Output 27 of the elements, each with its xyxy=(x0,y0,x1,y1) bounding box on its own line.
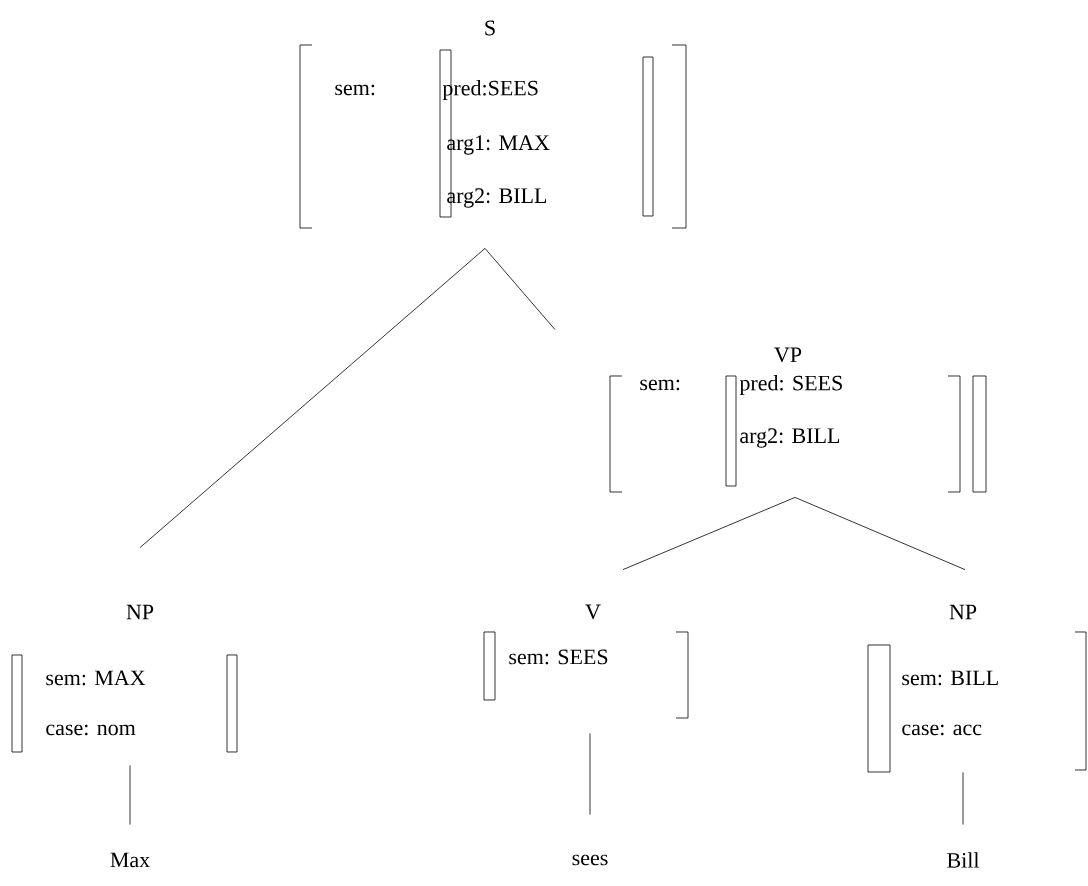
category-label: NP xyxy=(949,604,977,620)
feature-text: sem: MAX xyxy=(46,670,146,686)
tree-branch xyxy=(962,772,964,825)
tree-branch xyxy=(129,765,131,825)
feature-text: sem: SEES xyxy=(509,649,608,665)
category-label: NP xyxy=(126,604,154,620)
category-label: VP xyxy=(774,347,802,363)
feature-text: arg2: BILL xyxy=(740,428,840,448)
tree-branch xyxy=(139,248,486,548)
feature-text: case: nom xyxy=(46,724,136,736)
tree-branch xyxy=(484,248,556,330)
word-label: Bill xyxy=(947,852,980,868)
word-label: Max xyxy=(110,852,150,868)
feature-text: arg2: BILL xyxy=(447,188,547,208)
feature-text: pred: SEES xyxy=(739,375,842,395)
tree-branch xyxy=(589,733,591,815)
feature-text: arg1: MAX xyxy=(447,135,550,155)
tree-branch xyxy=(622,497,796,570)
feature-text: sem: xyxy=(335,84,375,96)
feature-text: case: acc xyxy=(902,724,982,736)
word-label: sees xyxy=(572,854,608,866)
feature-text: pred:SEES xyxy=(442,80,538,100)
feature-text: sem: xyxy=(640,379,680,391)
category-label: V xyxy=(585,604,601,620)
feature-text: sem: BILL xyxy=(902,670,998,686)
tree-branch xyxy=(794,497,966,570)
category-label: S xyxy=(485,20,495,36)
